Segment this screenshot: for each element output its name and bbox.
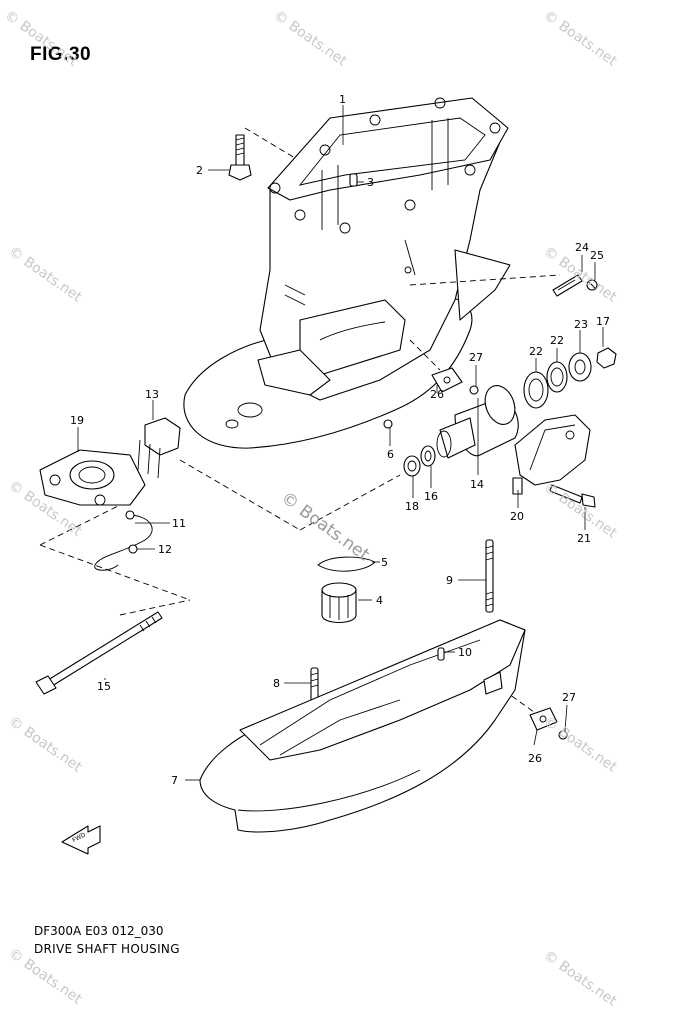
callout-4: 4: [376, 594, 383, 607]
callout-labels: 1 2 3 4 5 6 7 8 9 10 11 12 13 14 15 16 1…: [70, 93, 610, 787]
callout-21: 21: [577, 532, 591, 545]
callout-13: 13: [145, 388, 159, 401]
plate-part-26-upper: [431, 367, 463, 393]
callout-6: 6: [387, 448, 394, 461]
mount-cover-part-20: [512, 414, 591, 495]
callout-24: 24: [575, 241, 589, 254]
seal-ring-part-5: [317, 556, 376, 572]
bolt-part-6: [383, 419, 393, 429]
clip-part-24: [552, 274, 583, 297]
ground-wire-part-11: [94, 514, 153, 571]
callout-22b: 22: [550, 334, 564, 347]
clamp-part-19: [39, 449, 146, 506]
callout-16: 16: [424, 490, 438, 503]
callout-12: 12: [158, 543, 172, 556]
figure-caption: DRIVE SHAFT HOUSING: [34, 942, 180, 956]
callout-9: 9: [446, 574, 453, 587]
plate-part-26-lower: [529, 707, 558, 731]
bolt-part-2: [228, 134, 252, 181]
lower-housing-part-7: [199, 619, 526, 833]
callout-14: 14: [470, 478, 484, 491]
callout-7: 7: [171, 774, 178, 787]
callout-23: 23: [574, 318, 588, 331]
screw-part-27-lower: [558, 730, 568, 740]
callout-8: 8: [273, 677, 280, 690]
callout-19: 19: [70, 414, 84, 427]
callout-27a: 27: [469, 351, 483, 364]
callout-25: 25: [590, 249, 604, 262]
callout-2: 2: [196, 164, 203, 177]
exploded-parts-diagram: FWD 1 2 3 4: [35, 93, 617, 855]
washer-part-16: [420, 445, 436, 467]
drive-shaft-housing-part: [183, 97, 511, 449]
washer-part-22: [523, 361, 568, 409]
bushing-part-4: [321, 582, 357, 624]
callout-5: 5: [381, 556, 388, 569]
callout-26b: 26: [528, 752, 542, 765]
nut-part-17: [596, 347, 617, 369]
screw-part-25: [586, 279, 598, 291]
callout-3: 3: [367, 176, 374, 189]
callout-10: 10: [458, 646, 472, 659]
long-bolt-part-15: [35, 611, 163, 695]
screw-part-27-upper: [469, 385, 479, 395]
callout-26a: 26: [430, 388, 444, 401]
connector-part-13: [137, 417, 181, 479]
stud-part-9: [485, 539, 494, 613]
model-code: DF300A E03 012_030: [34, 924, 164, 938]
callout-1: 1: [339, 93, 346, 106]
callout-22a: 22: [529, 345, 543, 358]
fwd-arrow-icon: FWD: [61, 825, 101, 855]
callout-20: 20: [510, 510, 524, 523]
callout-27b: 27: [562, 691, 576, 704]
washer-part-18: [403, 455, 421, 477]
mount-part-14: [436, 385, 519, 459]
callout-11: 11: [172, 517, 186, 530]
leader-lines: [77, 105, 604, 781]
callout-15: 15: [97, 680, 111, 693]
figure-title: FIG.30: [30, 44, 92, 65]
callout-18: 18: [405, 500, 419, 513]
callout-17: 17: [596, 315, 610, 328]
dowel-pin-part-3: [349, 173, 358, 187]
screw-part-12: [128, 544, 138, 554]
bolt-part-21: [549, 484, 596, 508]
washer-part-23: [568, 352, 592, 382]
